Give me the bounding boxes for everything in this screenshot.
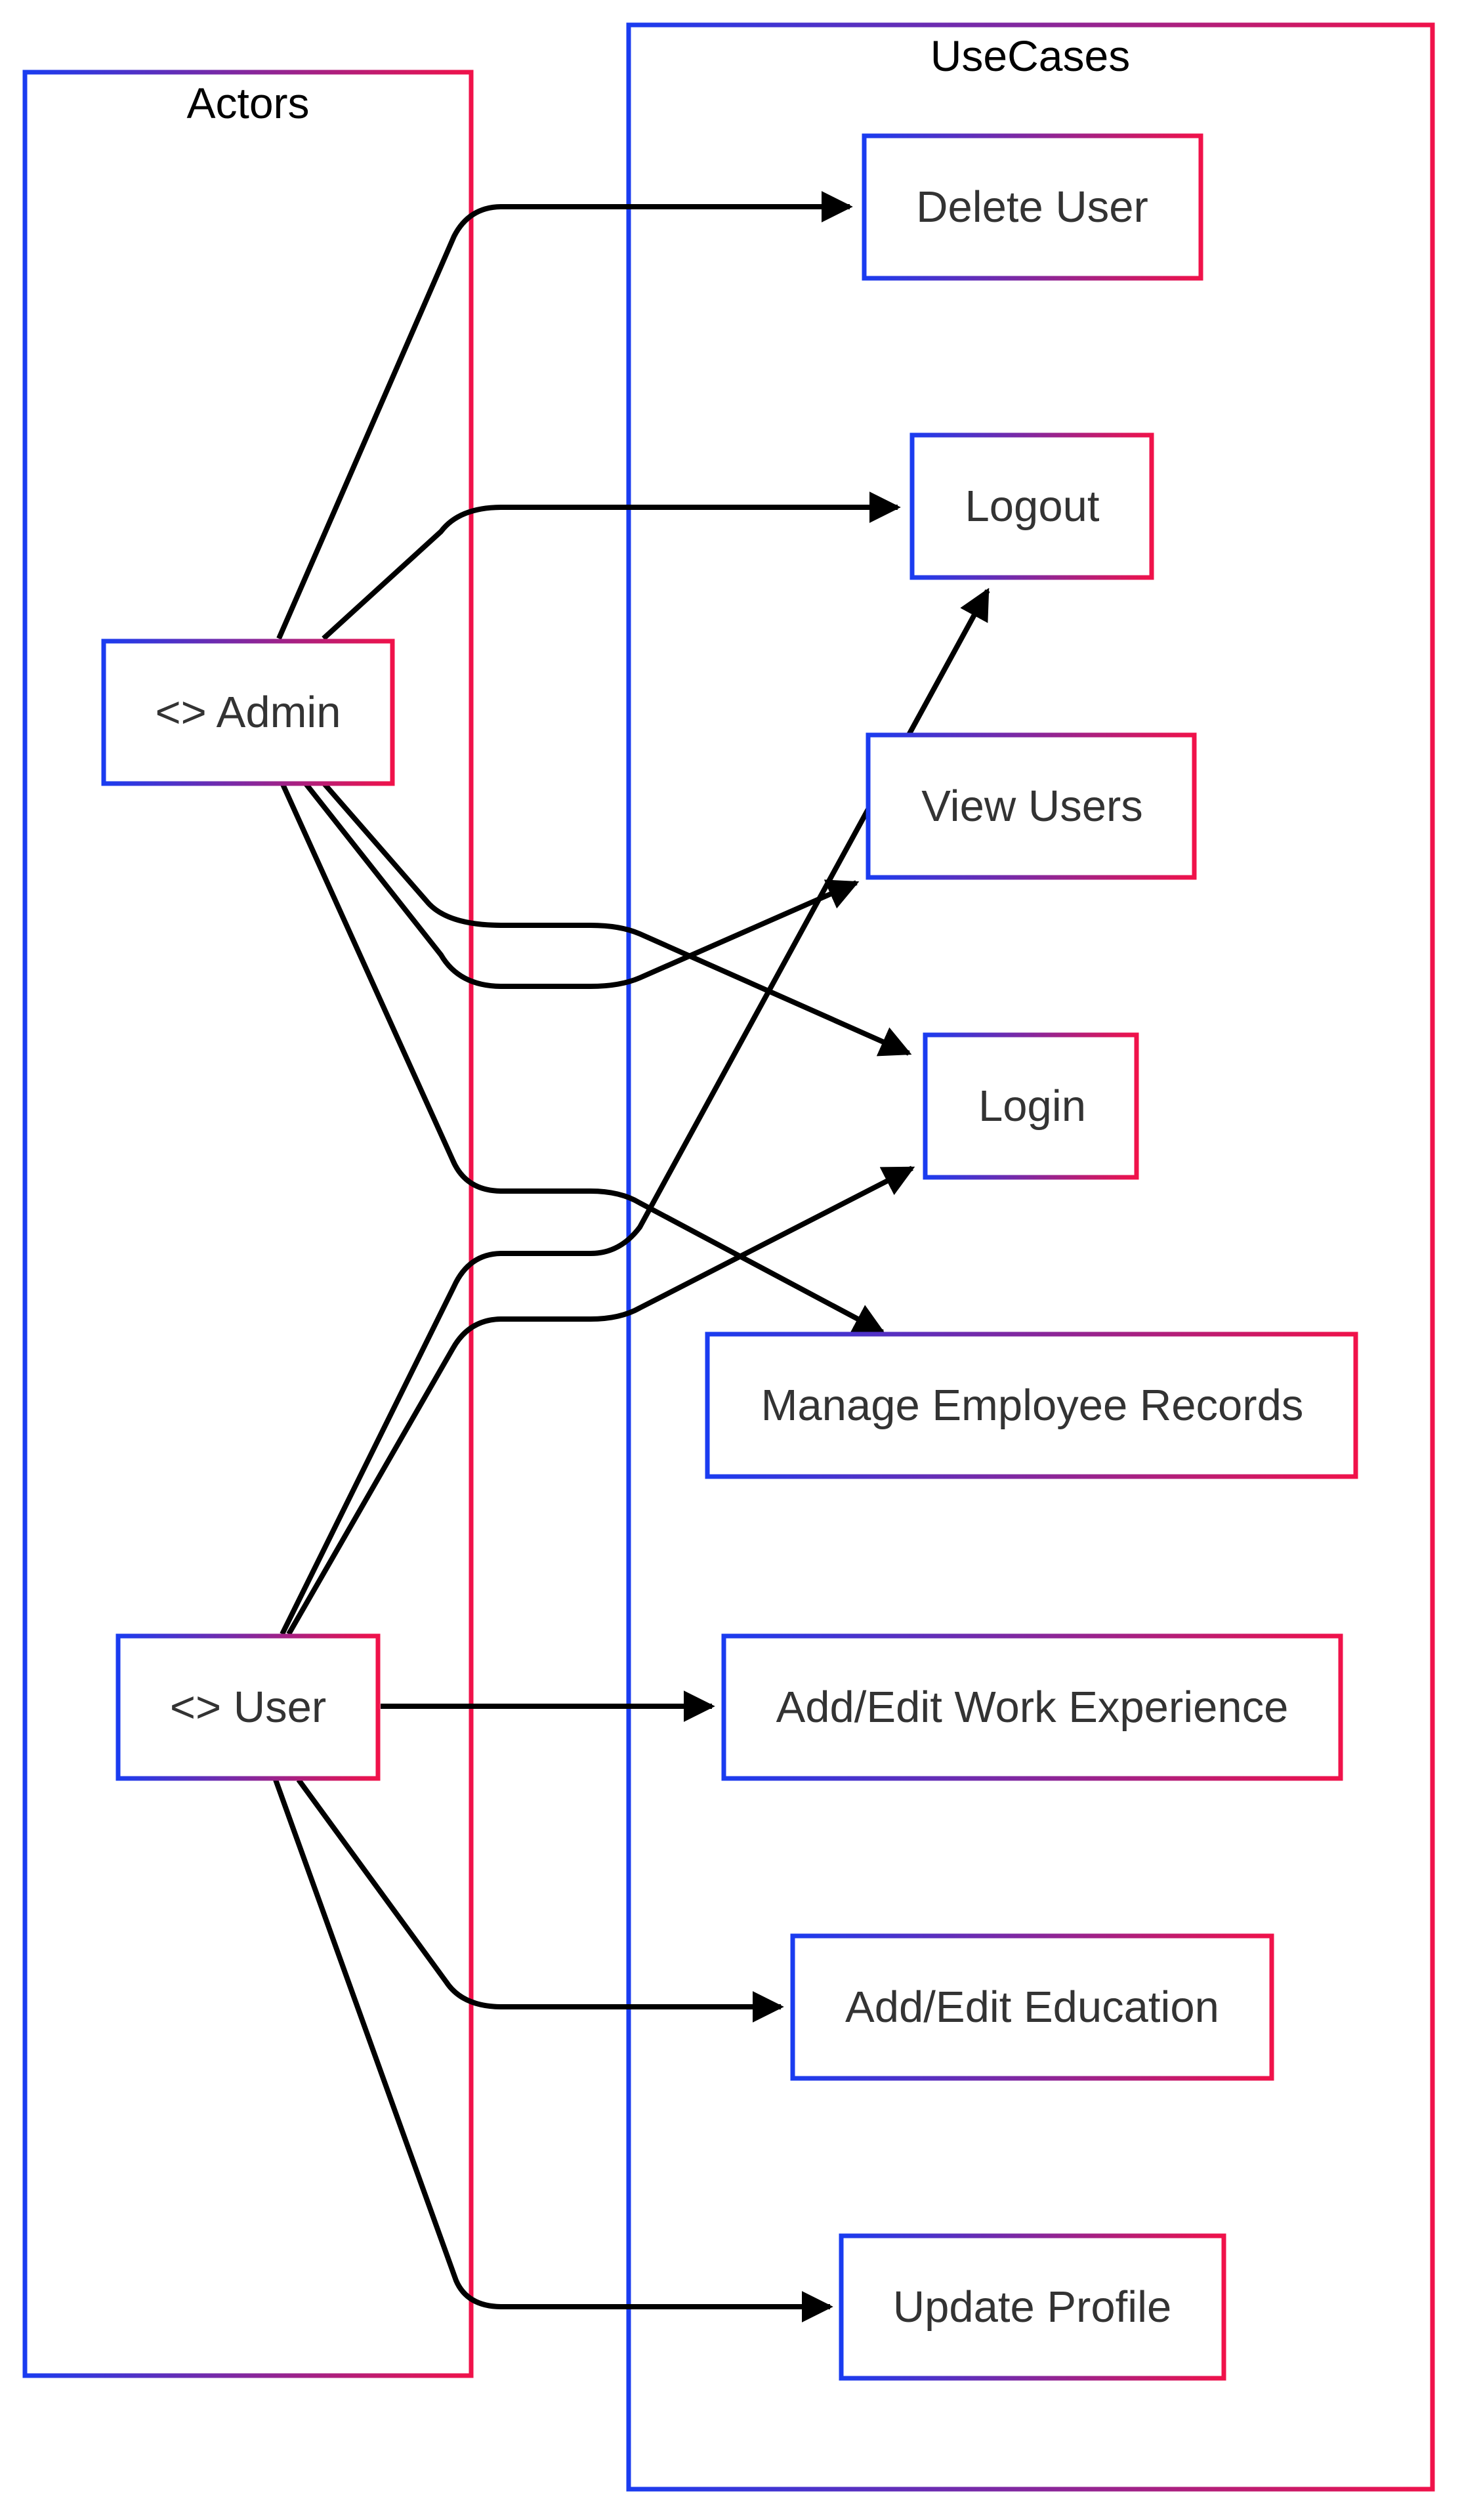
usecase-logout-label: Logout xyxy=(965,482,1100,531)
usecase-update-profile-label: Update Profile xyxy=(893,2282,1172,2332)
edge-admin-delete-user xyxy=(276,191,853,640)
usecase-login-box xyxy=(923,1032,1139,1180)
usecase-logout: Logout xyxy=(909,432,1154,580)
usecase-update-profile-box xyxy=(839,2233,1226,2381)
usecases-group: UseCases xyxy=(626,22,1435,2492)
usecases-group-label: UseCases xyxy=(930,32,1130,80)
actor-user: <> User xyxy=(115,1633,381,1781)
actors-group-border xyxy=(22,70,474,2378)
actor-user-label: <> User xyxy=(170,1683,326,1732)
actors-group-label: Actors xyxy=(186,79,309,127)
edge-admin-login xyxy=(321,781,912,1057)
usecase-manage-records: Manage Employee Records xyxy=(705,1332,1358,1479)
edge-admin-logout xyxy=(322,492,901,640)
edges xyxy=(273,191,990,2322)
usecase-work-experience-box xyxy=(721,1633,1343,1781)
usecase-view-users-box xyxy=(866,732,1197,880)
usecase-login: Login xyxy=(923,1032,1139,1180)
edge-user-update-profile xyxy=(273,1778,833,2322)
actor-admin: <> Admin xyxy=(101,639,395,786)
actor-admin-box xyxy=(101,639,395,786)
edge-admin-view-users xyxy=(303,781,860,989)
usecase-education-box xyxy=(790,1933,1274,2081)
usecase-logout-box xyxy=(909,432,1154,580)
actor-admin-label: <> Admin xyxy=(155,688,341,737)
actor-user-box xyxy=(115,1633,381,1781)
usecase-view-users-label: View Users xyxy=(921,782,1143,831)
usecase-delete-user-box xyxy=(862,133,1203,281)
usecases-group-border xyxy=(626,22,1435,2492)
usecase-manage-records-box xyxy=(705,1332,1358,1479)
edge-admin-manage-records xyxy=(280,782,886,1335)
usecase-delete-user: Delete User xyxy=(862,133,1203,281)
usecase-view-users: View Users xyxy=(866,732,1197,880)
usecase-delete-user-label: Delete User xyxy=(916,182,1148,232)
usecase-education: Add/Edit Education xyxy=(790,1933,1274,2081)
usecase-work-experience: Add/Edit Work Experience xyxy=(721,1633,1343,1781)
usecase-login-label: Login xyxy=(978,1082,1086,1131)
edge-user-login xyxy=(286,1166,915,1635)
usecase-education-label: Add/Edit Education xyxy=(845,1983,1219,2032)
usecase-manage-records-label: Manage Employee Records xyxy=(761,1381,1304,1430)
edge-user-education xyxy=(296,1778,784,2023)
actors-group: Actors xyxy=(22,70,474,2378)
edge-user-logout xyxy=(280,587,990,1635)
usecase-work-experience-label: Add/Edit Work Experience xyxy=(776,1683,1289,1732)
usecase-update-profile: Update Profile xyxy=(839,2233,1226,2381)
